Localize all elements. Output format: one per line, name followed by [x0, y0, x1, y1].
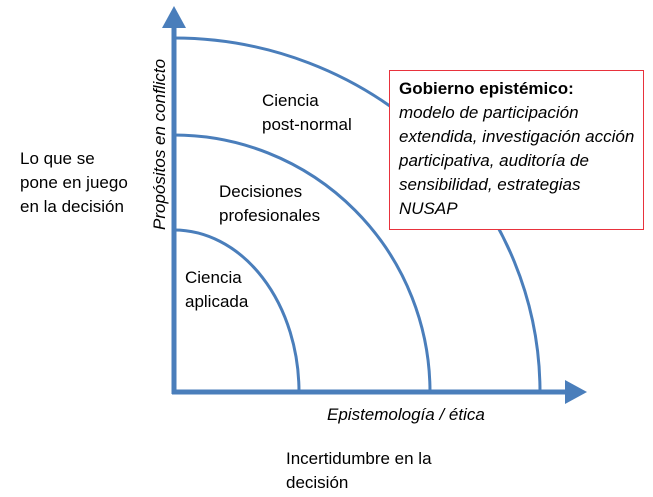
- zone-post-normal-science: Ciencia post-normal: [262, 89, 352, 137]
- callout-title: Gobierno epistémico:: [399, 79, 574, 98]
- arc-applied-science: [173, 228, 301, 393]
- zone-line: profesionales: [219, 206, 321, 225]
- zone-line: post-normal: [262, 115, 352, 134]
- arc-professional-decisions: [173, 133, 432, 393]
- callout-body: modelo de participación extendida, inves…: [399, 103, 635, 218]
- zone-line: Ciencia: [185, 268, 242, 287]
- x-axis-arrow-icon: [565, 380, 587, 404]
- zone-line: Ciencia: [262, 91, 319, 110]
- zone-professional-decisions: Decisiones profesionales: [219, 180, 320, 228]
- x-axis-label: Epistemología / ética: [327, 405, 485, 424]
- stakes-label: Lo que se pone en juego en la decisión: [20, 149, 128, 216]
- zone-line: aplicada: [185, 292, 249, 311]
- y-axis-arrow-icon: [162, 6, 186, 28]
- zone-line: Decisiones: [219, 182, 303, 201]
- uncertainty-label: Incertidumbre en la decisión: [286, 449, 432, 492]
- y-axis-label: Propósitos en conflicto: [150, 58, 169, 230]
- zone-applied-science: Ciencia aplicada: [185, 266, 248, 314]
- epistemic-governance-callout: Gobierno epistémico: modelo de participa…: [389, 70, 644, 230]
